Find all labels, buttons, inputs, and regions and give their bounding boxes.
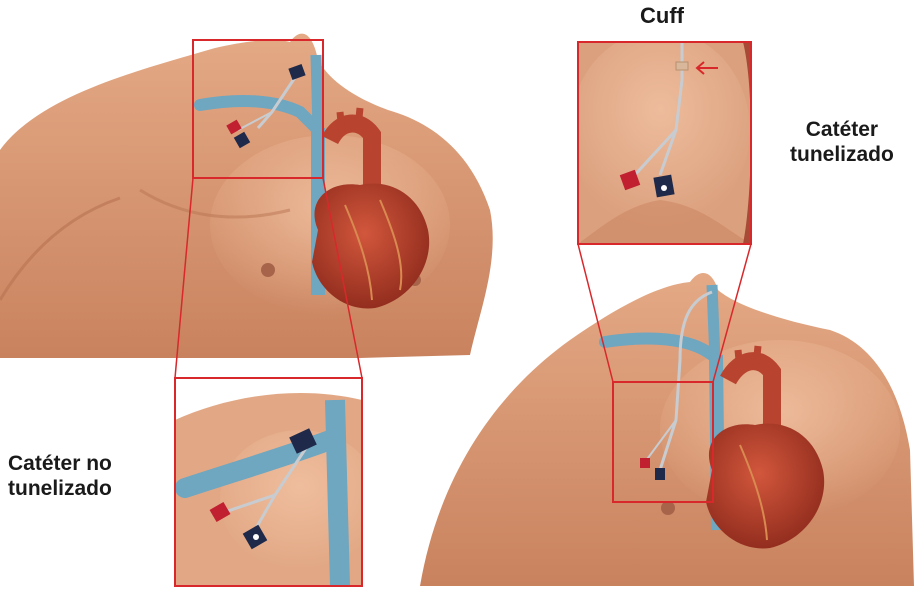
tunneled-zoom-panel <box>570 30 751 244</box>
left-jugular-vein <box>316 55 318 130</box>
non-tunneled-label-line-2: tunelizado <box>8 477 112 502</box>
right-nipple <box>661 501 675 515</box>
left-torso-illustration <box>0 34 493 378</box>
non-tunneled-label-line-1: Catéter no <box>8 452 112 477</box>
right-torso-illustration <box>420 244 914 586</box>
tunneled-catheter-label: Catéter tunelizado <box>790 118 894 168</box>
cuff-label: Cuff <box>640 3 684 29</box>
non-tunneled-catheter-label: Catéter no tunelizado <box>8 452 112 502</box>
right-jugular-vein <box>712 285 715 360</box>
cuff-marker <box>676 62 688 70</box>
tunneled-label-line-2: tunelizado <box>790 143 894 168</box>
tunneled-label-line-1: Catéter <box>790 118 894 143</box>
left-nipple <box>261 263 275 277</box>
non-tunneled-zoom-panel <box>175 378 380 586</box>
